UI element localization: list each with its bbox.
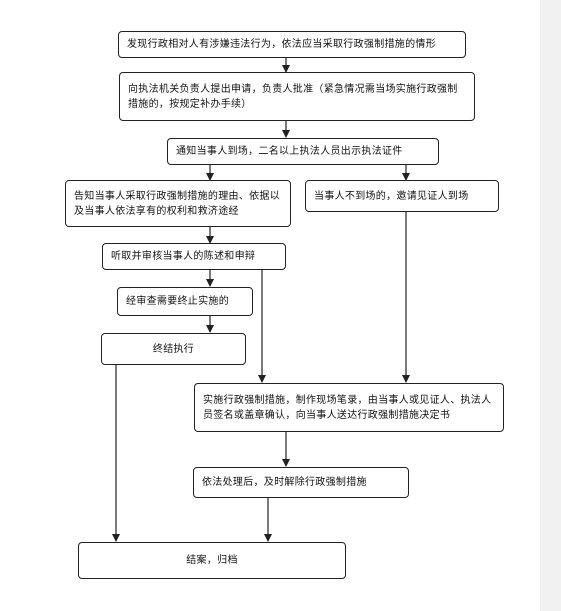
step-discover-text: 发现行政相对人有涉嫌违法行为，依法应当采取行政强制措施的情形 — [127, 39, 436, 50]
step-absent: 当事人不到场的，邀请见证人到场 — [305, 180, 499, 212]
step-hear: 听取并审核当事人的陈述和申辩 — [102, 243, 286, 270]
step-apply: 向执法机关负责人提出申请，负责人批准（紧急情况需当场实施行政强制措施的，按规定补… — [119, 72, 475, 121]
step-close: 结案，归档 — [78, 542, 346, 579]
step-release-text: 依法处理后，及时解除行政强制措施 — [202, 477, 367, 488]
step-notify: 通知当事人到场，二名以上执法人员出示执法证件 — [167, 138, 439, 165]
step-terminate-text: 终结执行 — [152, 343, 195, 355]
step-hear-text: 听取并审核当事人的陈述和申辩 — [111, 251, 256, 262]
step-terminate: 终结执行 — [101, 333, 246, 365]
right-edge-band — [540, 0, 561, 611]
step-close-text: 结案，归档 — [186, 555, 238, 566]
step-apply-text: 向执法机关负责人提出申请，负责人批准（紧急情况需当场实施行政强制措施的，按规定补… — [128, 83, 458, 110]
step-release: 依法处理后，及时解除行政强制措施 — [193, 467, 409, 498]
step-absent-text: 当事人不到场的，邀请见证人到场 — [314, 190, 469, 202]
step-inform-text: 告知当事人采取行政强制措施的理由、依据以及当事人依法享有的权利和救济途经 — [74, 190, 280, 217]
step-notify-text: 通知当事人到场，二名以上执法人员出示执法证件 — [176, 146, 403, 157]
step-review-stop-text: 经审查需要终止实施的 — [126, 296, 229, 307]
step-review-stop: 经审查需要终止实施的 — [117, 287, 253, 316]
step-implement-text: 实施行政强制措施，制作现场笔录，由当事人或见证人、执法人员签名或盖章确认，向当事… — [203, 394, 492, 421]
step-inform: 告知当事人采取行政强制措施的理由、依据以及当事人依法享有的权利和救济途经 — [65, 180, 291, 227]
step-implement: 实施行政强制措施，制作现场笔录，由当事人或见证人、执法人员签名或盖章确认，向当事… — [194, 383, 504, 432]
step-discover: 发现行政相对人有涉嫌违法行为，依法应当采取行政强制措施的情形 — [118, 31, 466, 58]
